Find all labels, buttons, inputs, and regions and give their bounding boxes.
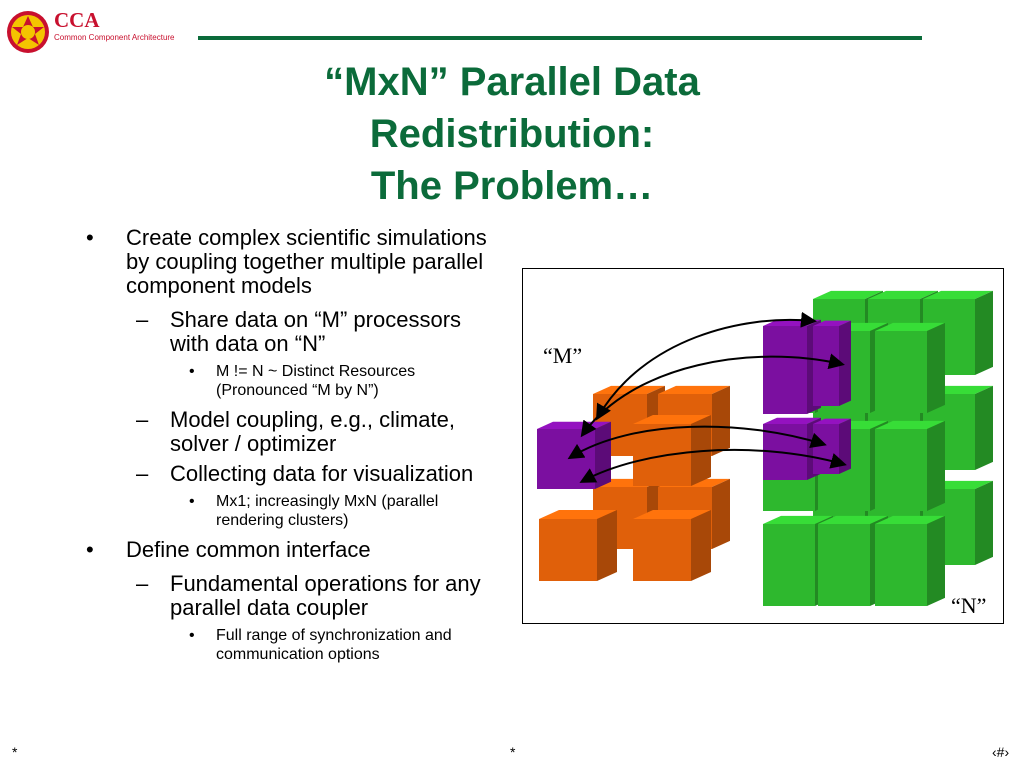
bullet-text: M != N ~ Distinct Resources (Pronounced … <box>216 363 416 399</box>
sub-bullet-item: – Collecting data for visualization <box>86 462 506 486</box>
green-block-front <box>875 331 927 413</box>
green-block-back-side <box>975 480 993 565</box>
bullet-glyph: • <box>86 225 94 250</box>
green-block-side <box>927 420 945 511</box>
bullet-text: Define common interface <box>126 537 371 562</box>
bullet-text: Full range of synchronization and commun… <box>216 627 452 663</box>
sub-bullet-item: – Fundamental operations for any paralle… <box>86 572 506 620</box>
logo-subtitle: Common Component Architecture <box>54 33 175 42</box>
header-rule <box>198 36 922 40</box>
purple-block-side <box>839 418 851 474</box>
purple-block-side <box>595 421 611 489</box>
green-block-top <box>763 515 833 524</box>
bullet-text: Create complex scientific simulations by… <box>126 225 487 298</box>
orange-block-front <box>539 519 597 581</box>
title-line-1: “MxN” Parallel Data <box>324 60 700 104</box>
green-block-back-top <box>813 290 883 299</box>
green-block-side <box>927 322 945 413</box>
redistribution-arrow <box>579 449 847 483</box>
dash-glyph: – <box>136 571 149 596</box>
bullet-glyph: • <box>189 493 195 510</box>
orange-block-front <box>633 519 691 581</box>
green-block-front <box>818 524 870 606</box>
orange-block-side <box>691 510 711 581</box>
orange-block-back-side <box>712 478 730 549</box>
green-block-back-side <box>975 385 993 470</box>
bullet-text: Mx1; increasingly MxN (parallel renderin… <box>216 493 439 529</box>
bullet-list: • Create complex scientific simulations … <box>86 226 506 672</box>
green-block-top <box>875 420 945 429</box>
orange-block-top <box>633 510 711 519</box>
bullet-text: Share data on “M” processors with data o… <box>170 307 462 356</box>
sub-sub-bullet-item: • Mx1; increasingly MxN (parallel render… <box>86 492 506 530</box>
sub-sub-bullet-item: • Full range of synchronization and comm… <box>86 626 506 664</box>
orange-block-back-side <box>712 385 730 456</box>
sub-sub-bullet-item: • M != N ~ Distinct Resources (Pronounce… <box>86 362 506 400</box>
footer-left: * <box>12 744 18 760</box>
logo-text: CCA <box>54 8 100 32</box>
label-n: “N” <box>951 593 986 618</box>
footer-slide-number: ‹#› <box>992 744 1010 760</box>
green-block-front <box>875 429 927 511</box>
bullet-text: Collecting data for visualization <box>170 461 474 486</box>
bullet-text: Model coupling, e.g., climate, solver / … <box>170 407 455 456</box>
dash-glyph: – <box>136 461 149 486</box>
green-block-front <box>763 524 815 606</box>
purple-block-top <box>813 320 851 326</box>
green-block-front <box>875 524 927 606</box>
redistribution-arrow <box>567 425 827 460</box>
green-block-top <box>875 515 945 524</box>
label-m: “M” <box>543 343 582 368</box>
dash-glyph: – <box>136 407 149 432</box>
redistribution-arrow <box>580 353 845 438</box>
green-block-back-side <box>975 290 993 375</box>
bullet-glyph: • <box>189 363 195 380</box>
sub-bullet-item: – Share data on “M” processors with data… <box>86 308 506 356</box>
title-line-2: Redistribution: <box>369 112 655 156</box>
slide-title: “MxN” Parallel Data Redistribution: The … <box>180 56 844 212</box>
purple-block-front <box>813 326 839 406</box>
footer-center: * <box>510 744 516 760</box>
mxn-figure: “M” “N” <box>522 268 1004 624</box>
purple-block-front <box>763 326 807 414</box>
orange-block-top <box>539 510 617 519</box>
green-block-top <box>818 515 888 524</box>
sub-bullet-item: – Model coupling, e.g., climate, solver … <box>86 408 506 456</box>
bullet-text: Fundamental operations for any parallel … <box>170 571 481 620</box>
cca-logo-icon <box>7 11 49 53</box>
orange-block-side <box>597 510 617 581</box>
bullet-item: • Define common interface <box>86 538 506 562</box>
title-line-3: The Problem… <box>370 164 654 208</box>
bullet-item: • Create complex scientific simulations … <box>86 226 506 298</box>
bullet-glyph: • <box>86 537 94 562</box>
green-block-side <box>927 515 945 606</box>
green-block-back-top <box>868 290 938 299</box>
green-block-back-top <box>923 290 993 299</box>
bullet-glyph: • <box>189 627 195 644</box>
dash-glyph: – <box>136 307 149 332</box>
purple-block-front <box>813 424 839 474</box>
mxn-diagram: “M” “N” <box>537 290 993 618</box>
green-block-top <box>875 322 945 331</box>
